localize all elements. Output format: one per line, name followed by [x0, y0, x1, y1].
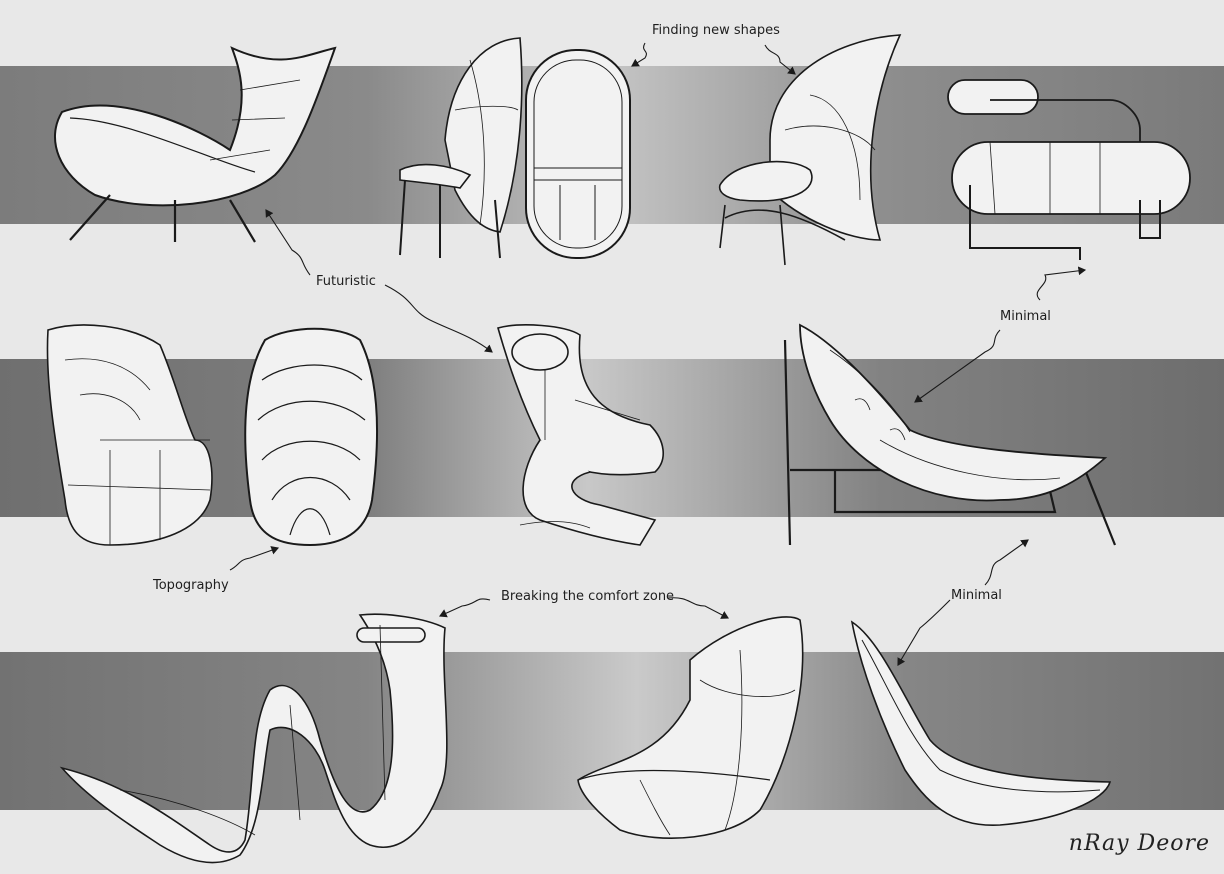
chair-sketch-shell-back [525, 49, 631, 259]
annotation-arrows [229, 42, 1087, 666]
label-finding-new-shapes: Finding new shapes [652, 23, 780, 38]
chair-sketch-minimal-sling [783, 323, 1117, 546]
label-minimal-bottom: Minimal [951, 588, 1002, 603]
artist-signature: nRay Deore [1068, 831, 1210, 856]
chair-sketch-curved-lounge [53, 46, 337, 243]
chair-sketch-petal-wing [718, 34, 902, 266]
chair-sketch-topography-front [244, 327, 378, 547]
label-futuristic: Futuristic [316, 274, 376, 289]
chair-sketch-topography-side [46, 324, 213, 546]
label-breaking-comfort-zone: Breaking the comfort zone [501, 589, 675, 604]
label-topography: Topography [153, 578, 229, 593]
chair-sketch-egg-shell [577, 616, 804, 839]
chair-sketch-futuristic-cantilever [497, 324, 664, 546]
chair-sketch-curl-rocker [850, 620, 1112, 826]
label-minimal-top: Minimal [1000, 309, 1051, 324]
chair-sketch-tubular-armchair [947, 79, 1191, 260]
chair-sketch-shell-side [399, 37, 523, 259]
chair-sketch-wave-lounger [59, 613, 448, 864]
